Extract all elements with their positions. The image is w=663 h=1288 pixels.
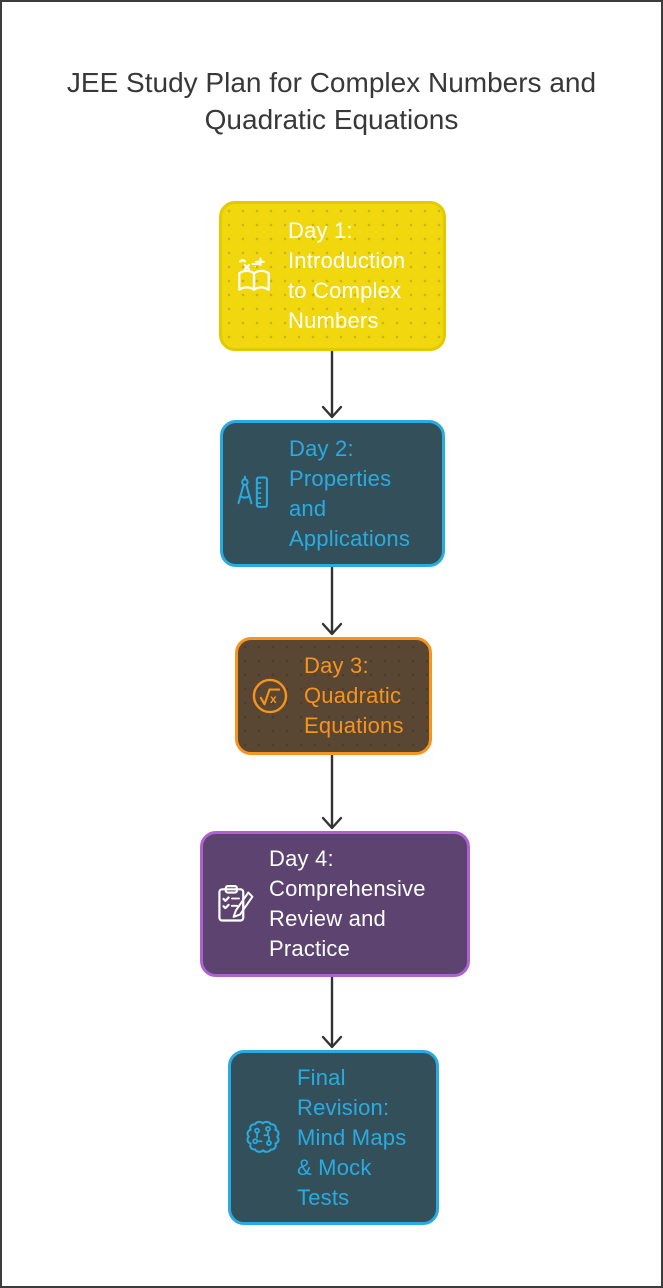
node-day1-intro-complex-numbers: Day 1: Introduction to Complex Numbers — [219, 201, 446, 351]
arrow-down-icon — [321, 977, 343, 1049]
svg-text:x: x — [270, 692, 277, 706]
node-day3-quadratic-equations: x Day 3: Quadratic Equations — [235, 637, 432, 755]
brain-icon — [241, 1116, 285, 1160]
node-label: Day 2: Properties and Applications — [289, 435, 411, 551]
clipboard-pencil-icon — [213, 882, 257, 926]
diagram-title: JEE Study Plan for Complex Numbers and Q… — [66, 67, 597, 135]
node-label: Day 3: Quadratic Equations — [304, 653, 404, 738]
arrow-down-icon — [321, 755, 343, 830]
node-label: Day 1: Introduction to Complex Numbers — [288, 218, 406, 333]
arrow-down-icon — [321, 567, 343, 636]
math-book-icon — [232, 254, 276, 298]
node-day2-properties-applications: Day 2: Properties and Applications — [220, 420, 445, 567]
node-final-revision-mind-maps-mock-tests: Final Revision: Mind Maps & Mock Tests — [228, 1050, 439, 1225]
arrow-down-icon — [321, 351, 343, 419]
compass-ruler-icon — [233, 472, 277, 516]
node-day4-comprehensive-review: Day 4: Comprehensive Review and Practice — [200, 831, 470, 977]
square-root-icon: x — [248, 674, 292, 718]
node-label: Day 4: Comprehensive Review and Practice — [269, 846, 426, 961]
node-label: Final Revision: Mind Maps & Mock Tests — [297, 1064, 407, 1210]
